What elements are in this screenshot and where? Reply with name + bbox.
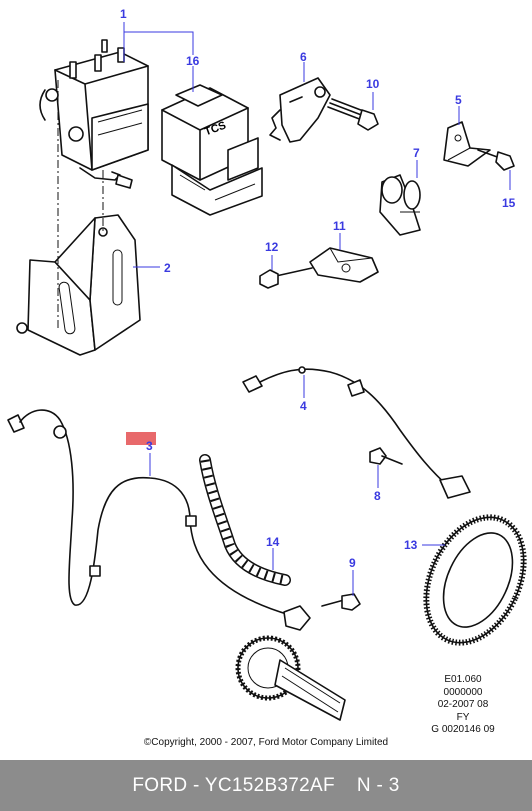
- bracket-part: [16, 214, 141, 356]
- page-indicator: N - 3: [356, 774, 400, 796]
- callout-13: 13: [404, 538, 418, 552]
- sensor-bracket-part: [269, 77, 331, 143]
- callout-9: 9: [349, 556, 356, 570]
- callout-8: 8: [374, 489, 381, 503]
- callout-5: 5: [455, 93, 462, 107]
- reference-line: G 0020146 09: [431, 724, 495, 735]
- reference-line: 0000000: [443, 686, 483, 698]
- leader-lines: [123, 22, 511, 596]
- bolt-9-part: [321, 593, 361, 611]
- callout-4: 4: [300, 399, 307, 413]
- reference-block: E01.060 0000000 02-2007 08 FY G 0020146 …: [408, 674, 518, 737]
- tone-ring-13-part: [423, 514, 527, 646]
- reference-line: 02-2007 08: [437, 699, 489, 710]
- highlight-marker: [126, 432, 156, 445]
- front-sensor-harness-part: [242, 366, 471, 499]
- bolt-15-part: [477, 149, 515, 171]
- small-bracket-5-part: [443, 121, 491, 167]
- bolt-10-part: [327, 98, 379, 131]
- callout-3: 3: [146, 439, 153, 453]
- callout-16: 16: [186, 54, 200, 68]
- callout-15: 15: [502, 196, 516, 210]
- part-number: FORD - YC152B372AF: [132, 774, 335, 796]
- callout-2: 2: [164, 261, 171, 275]
- bolt-8-part: [369, 447, 403, 465]
- callout-11: 11: [333, 219, 346, 233]
- callout-6: 6: [300, 50, 307, 64]
- conduit-14-part: [199, 454, 291, 586]
- callout-14: 14: [266, 535, 280, 549]
- callout-1: 1: [120, 7, 127, 21]
- parts-diagram: TCS: [7, 7, 527, 721]
- axle-shaft-part: [235, 635, 346, 721]
- bolt-12-part: [259, 267, 313, 289]
- rear-sensor-harness-part: [7, 409, 311, 631]
- copyright-notice: ©Copyright, 2000 - 2007, Ford Motor Comp…: [143, 737, 389, 748]
- callout-7: 7: [413, 146, 420, 160]
- hydraulic-unit-part: [39, 39, 149, 189]
- reference-line: FY: [456, 711, 470, 723]
- callout-10: 10: [366, 77, 380, 91]
- footer-bar: FORD - YC152B372AF N - 3: [0, 760, 532, 811]
- clip-7-part: [379, 174, 421, 236]
- bracket-11-part: [309, 247, 379, 283]
- callout-12: 12: [265, 240, 279, 254]
- reference-line: E01.060: [444, 674, 482, 685]
- tcs-module-part: TCS: [161, 84, 263, 216]
